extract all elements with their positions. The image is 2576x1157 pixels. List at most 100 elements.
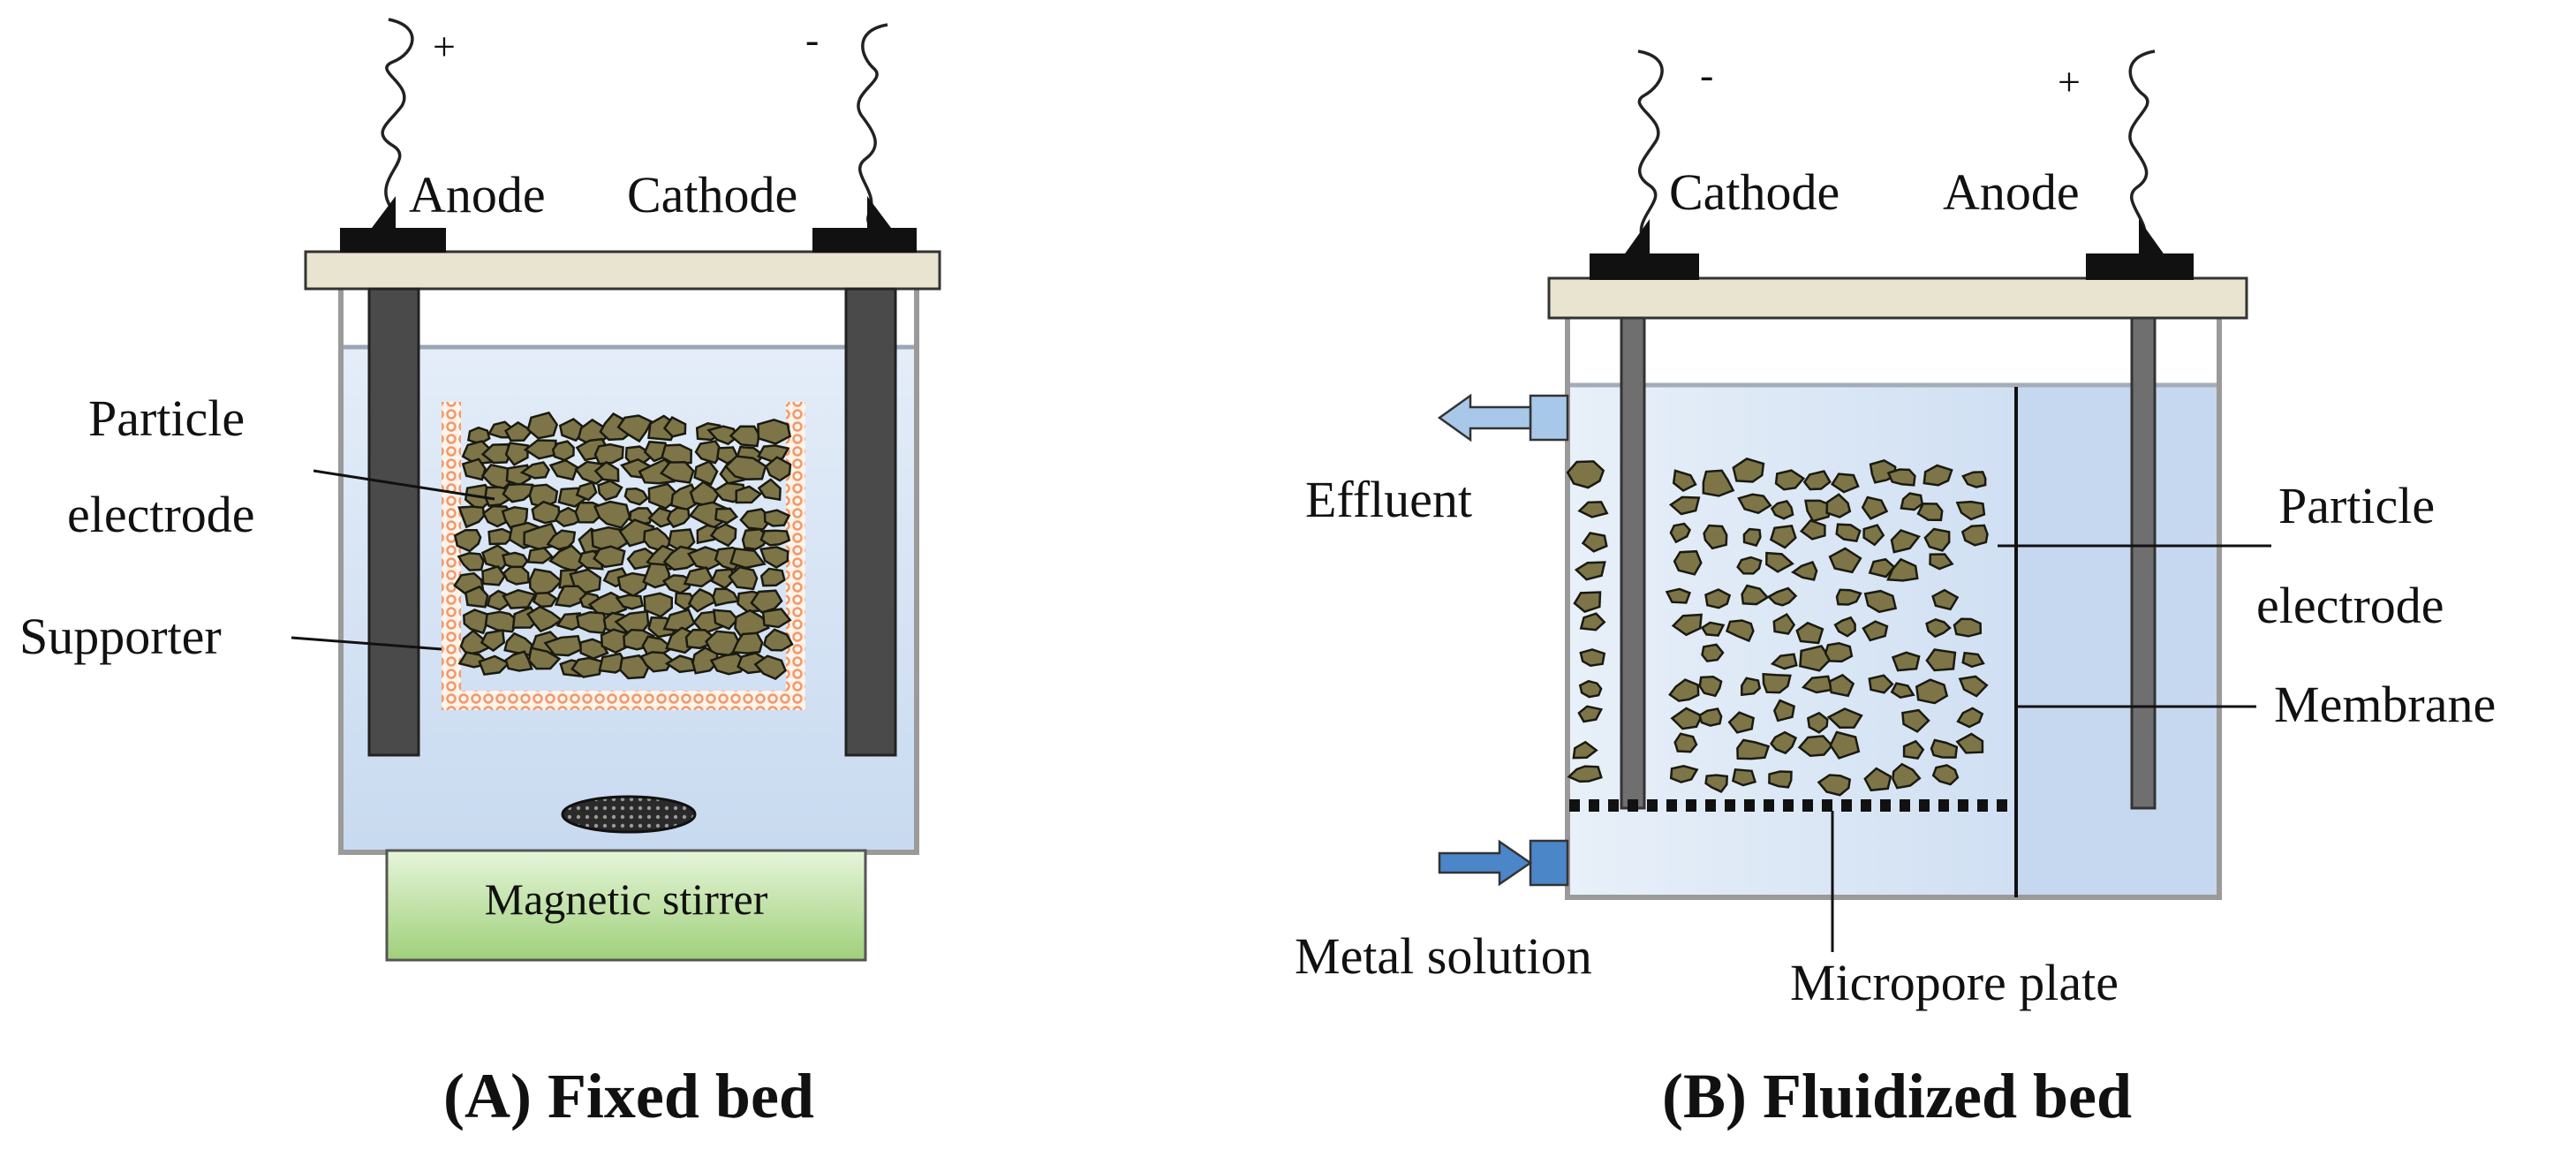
particle	[639, 651, 674, 673]
particle	[1890, 528, 1921, 554]
effluent-arrow-icon	[1437, 393, 1532, 442]
particle	[1830, 473, 1860, 494]
particle	[1868, 557, 1896, 578]
particle	[1727, 711, 1755, 734]
particle	[1668, 678, 1700, 702]
particle	[661, 443, 692, 465]
particle	[1826, 707, 1863, 729]
particle	[1862, 524, 1885, 547]
particle	[1765, 551, 1794, 573]
particle	[724, 455, 767, 480]
micropore-plate-label: Micropore plate	[1790, 954, 2119, 1011]
particle	[1929, 553, 1954, 571]
particle	[1673, 549, 1703, 576]
cathode-lead-wire	[857, 23, 888, 230]
supporter-label: Supporter	[19, 608, 222, 665]
particle	[1931, 764, 1960, 786]
particle	[1774, 469, 1806, 491]
supporter-leader	[291, 636, 442, 651]
particle	[694, 440, 724, 465]
particle-electrode-label-line2-b: electrode	[2256, 577, 2444, 634]
particle	[1698, 707, 1723, 727]
particle	[734, 609, 770, 640]
magnetic-stirrer	[385, 849, 867, 962]
caption-b: (B) Fluidized bed	[1662, 1061, 2132, 1131]
particle	[735, 485, 763, 504]
particle	[1862, 620, 1889, 642]
particle	[1890, 682, 1915, 699]
particle	[1673, 732, 1698, 753]
particle	[763, 509, 791, 527]
particle	[575, 480, 598, 502]
particle	[502, 588, 537, 609]
particle	[1835, 523, 1862, 542]
particle	[1579, 612, 1606, 631]
particle	[664, 654, 697, 674]
anode-chamber	[2016, 387, 2219, 897]
particle	[1960, 524, 1989, 547]
panel-b-fluidized-bed: - + Cathode Anode Effluent Metal solutio…	[1295, 49, 2496, 1131]
particle	[487, 527, 517, 546]
particle	[1891, 651, 1921, 672]
particle	[1700, 621, 1726, 637]
particle	[478, 654, 511, 676]
anode-plus-sign: +	[433, 24, 456, 69]
particle	[1732, 458, 1765, 483]
particle	[1702, 469, 1735, 497]
particle	[661, 574, 693, 594]
anode-lead-wire-b	[2128, 49, 2156, 253]
particle	[764, 456, 792, 482]
anode-plate	[367, 287, 420, 757]
anode-clip-icon-b	[2139, 219, 2165, 256]
particle	[528, 483, 559, 509]
particle	[484, 610, 520, 633]
effluent-label: Effluent	[1305, 471, 1472, 528]
particle-electrode-label-line1-b: Particle	[2278, 477, 2435, 534]
particle	[1572, 740, 1598, 760]
particle	[1795, 621, 1824, 645]
particle	[1577, 705, 1604, 723]
particle	[709, 523, 737, 548]
particle	[532, 592, 558, 609]
particle	[1567, 765, 1603, 783]
particle	[759, 567, 786, 587]
particle	[659, 460, 695, 484]
particle	[1736, 738, 1771, 760]
particle	[1835, 588, 1862, 606]
inlet-arrow-icon	[1438, 839, 1533, 887]
particle	[753, 654, 787, 681]
particle	[1829, 730, 1861, 760]
particle	[757, 418, 792, 445]
particle	[593, 545, 626, 569]
particle	[662, 415, 687, 438]
particle	[1698, 676, 1723, 698]
particle	[762, 628, 794, 652]
particle	[1916, 503, 1944, 522]
particle	[1762, 672, 1792, 694]
particle	[1955, 500, 1986, 521]
particle	[712, 587, 741, 607]
particle	[481, 564, 507, 586]
anode-rod	[2130, 316, 2157, 810]
anode-terminal-block	[340, 228, 446, 253]
particle	[502, 565, 530, 586]
particle	[1817, 774, 1852, 797]
particle	[683, 566, 714, 588]
particle	[1581, 532, 1608, 553]
particle	[691, 646, 719, 675]
particle	[527, 647, 562, 670]
particle	[662, 608, 696, 632]
particle	[1737, 493, 1772, 515]
particle	[1886, 468, 1916, 487]
panel-a-fixed-bed: + - Anode Cathode Magnetic stirrer Parti…	[19, 17, 941, 1131]
anode-clip-icon	[369, 196, 396, 231]
particle	[1772, 612, 1796, 635]
particle	[525, 605, 563, 633]
anode-lead-wire	[381, 18, 414, 230]
lid-b	[1547, 276, 2248, 320]
particle	[1833, 616, 1856, 638]
particle	[1701, 643, 1725, 662]
particle-bed-fluidized	[1566, 458, 1989, 797]
cathode-terminal-block	[812, 228, 917, 253]
particle	[1669, 765, 1699, 783]
